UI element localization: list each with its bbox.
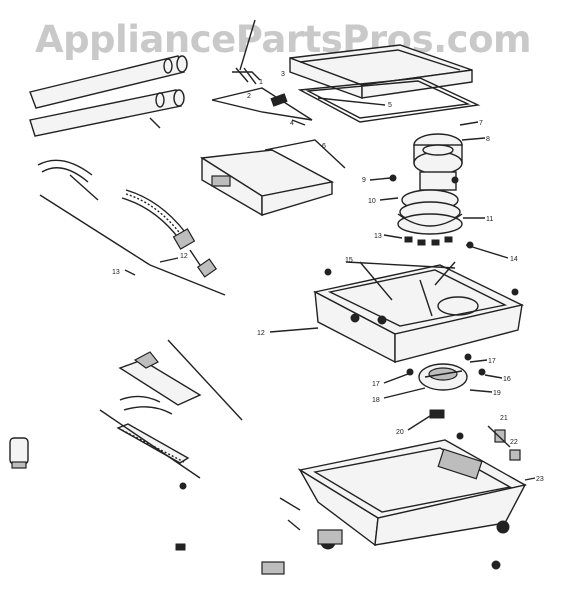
callout-13b: 13 bbox=[112, 269, 120, 276]
callout-19: 19 bbox=[493, 390, 501, 397]
motor-assembly bbox=[389, 133, 474, 249]
callout-17: 17 bbox=[488, 358, 496, 365]
callout-numbers: 1 2 3 4 5 6 7 8 9 10 11 13 14 15 12 17 1… bbox=[112, 71, 544, 483]
gasket bbox=[297, 77, 481, 123]
callout-20: 20 bbox=[396, 429, 404, 436]
callout-13: 13 bbox=[374, 233, 382, 240]
callout-12: 12 bbox=[257, 330, 265, 337]
callout-2: 2 bbox=[247, 93, 251, 100]
callout-23: 23 bbox=[536, 476, 544, 483]
callout-3: 3 bbox=[281, 71, 285, 78]
callout-1: 1 bbox=[259, 79, 263, 86]
callout-9: 9 bbox=[362, 177, 366, 184]
callout-5: 5 bbox=[388, 102, 392, 109]
callout-15: 15 bbox=[345, 257, 353, 264]
watermark-logo: AppliancePartsPros.com bbox=[34, 18, 532, 61]
callout-12b: 12 bbox=[180, 253, 188, 260]
filter-tray bbox=[199, 139, 346, 217]
callout-4: 4 bbox=[290, 120, 294, 127]
leader-lines bbox=[124, 19, 536, 481]
floor-tool bbox=[99, 339, 243, 490]
callout-14: 14 bbox=[510, 256, 518, 263]
callout-21: 21 bbox=[500, 415, 508, 422]
callout-10: 10 bbox=[368, 198, 376, 205]
extension-wands bbox=[29, 55, 188, 137]
top-cover bbox=[289, 44, 473, 99]
motor-housing bbox=[312, 261, 525, 364]
callout-11: 11 bbox=[486, 216, 493, 223]
filter-handle bbox=[211, 67, 313, 121]
callout-17b: 17 bbox=[372, 381, 380, 388]
callout-16: 16 bbox=[503, 376, 511, 383]
callout-7: 7 bbox=[479, 120, 483, 127]
callout-22: 22 bbox=[510, 439, 518, 446]
lower-tank bbox=[175, 409, 527, 575]
callout-18: 18 bbox=[372, 397, 380, 404]
hose-assembly bbox=[37, 159, 226, 296]
callout-6: 6 bbox=[322, 143, 326, 150]
callout-8: 8 bbox=[486, 136, 490, 143]
float-valve bbox=[406, 353, 486, 391]
crevice-tool bbox=[9, 437, 29, 469]
